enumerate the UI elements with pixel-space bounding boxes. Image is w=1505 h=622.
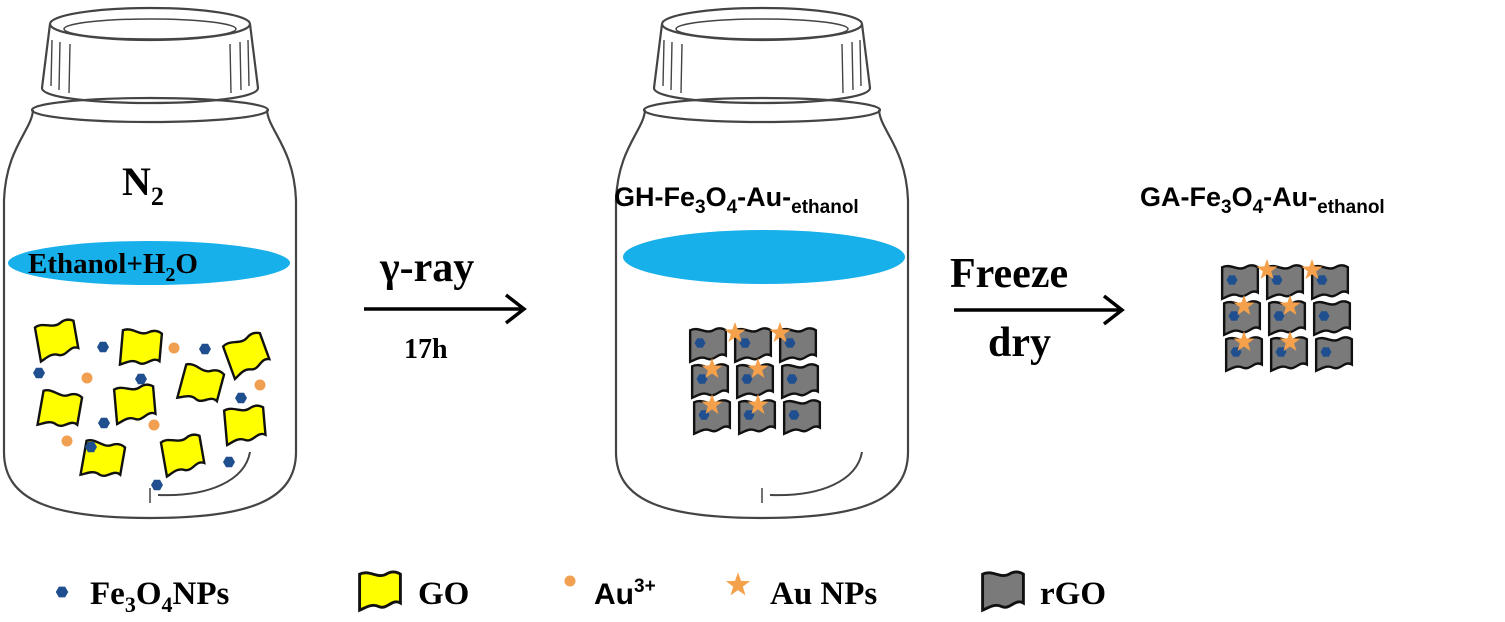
fe3o4-particle (235, 392, 247, 404)
rgo-sheet (1312, 300, 1352, 336)
legend-rgo-label: rGO (1040, 576, 1106, 612)
go-sheet (176, 361, 226, 410)
jar-1-au-ions (61, 342, 266, 447)
au-ion-dot (254, 379, 266, 391)
fe3o4-particle (199, 343, 211, 355)
arrow-1 (364, 293, 527, 325)
rgo-sheet (780, 363, 820, 399)
jar-1-go-sheets (33, 317, 273, 483)
legend: Fe3O4NPs GO Au3+ Au NPs rGO (55, 570, 1106, 617)
product-label: GA-Fe3O4-Au-ethanol (1140, 182, 1385, 218)
go-sheet (221, 329, 273, 381)
au-np-star-icon (725, 572, 751, 596)
rgo-sheet (688, 327, 728, 363)
rgo-sheet (1314, 336, 1354, 372)
jar-1-solvent-label: Ethanol+H2O (28, 248, 198, 286)
step-2-label-2: dry (988, 320, 1051, 366)
au3-dot-icon (564, 575, 576, 587)
jar-2-body (614, 109, 910, 520)
jar-2-solution-surface (623, 230, 905, 284)
fe3o4-particle (151, 479, 163, 491)
step-2-label-1: Freeze (950, 251, 1068, 297)
fe3o4-particle (33, 367, 45, 379)
jar-2-label: GH-Fe3O4-Au-ethanol (614, 182, 859, 218)
legend-go-label: GO (418, 576, 469, 612)
legend-au-ion-label: Au3+ (594, 576, 656, 611)
go-sheet (33, 317, 81, 363)
go-sheet (118, 326, 164, 370)
fe3o4-particle (223, 456, 235, 468)
legend-au-np-label: Au NPs (770, 576, 877, 612)
step-1-label: γ-ray (379, 245, 474, 291)
au-ion-dot (81, 372, 93, 384)
go-sheet (159, 432, 207, 478)
step-1-time: 17h (404, 334, 448, 365)
rgo-sheet (1220, 264, 1260, 300)
arrow-2 (954, 294, 1125, 326)
au-ion-dot (168, 342, 180, 354)
jar-1-lid-side (40, 23, 260, 105)
aerogel-rgo-assembly (1220, 259, 1354, 372)
rgo-sheet-icon (981, 570, 1025, 612)
go-sheet (112, 382, 158, 426)
fe3o4-hexagon-icon (55, 586, 69, 598)
jar-1-body (2, 109, 298, 520)
fe3o4-particle (97, 341, 109, 353)
rgo-sheet (782, 399, 822, 435)
jar-1-solution-surface (8, 241, 290, 285)
legend-fe3o4-label: Fe3O4NPs (90, 576, 229, 617)
jar-1-gas-label: N2 (122, 159, 164, 211)
jar-1 (2, 6, 298, 520)
au-ion-dot (148, 419, 160, 431)
jar-2 (614, 6, 910, 520)
go-sheet-icon (358, 570, 402, 612)
fe3o4-particle (98, 417, 110, 429)
au-ion-dot (61, 435, 73, 447)
go-sheet (36, 387, 84, 433)
fe3o4-particle (135, 373, 147, 385)
go-sheet (222, 403, 268, 447)
hydrogel-rgo-assembly (688, 322, 822, 435)
